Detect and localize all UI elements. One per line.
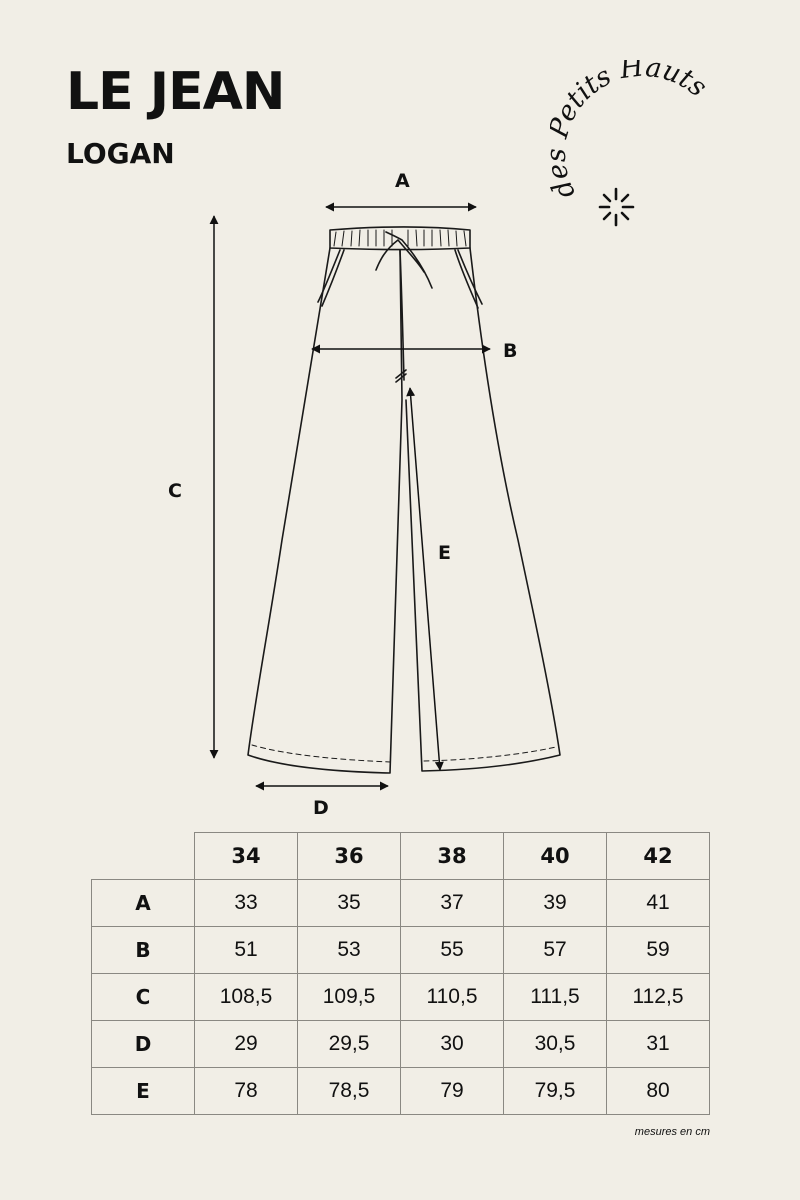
right-pocket bbox=[454, 249, 483, 309]
measurement-cell: 30,5 bbox=[503, 1020, 607, 1068]
measurement-cell: 59 bbox=[606, 926, 710, 974]
row-label: D bbox=[91, 1020, 195, 1068]
dimension-e-line bbox=[406, 387, 444, 771]
table-row: C 108,5 109,5 110,5 111,5 112,5 bbox=[91, 973, 710, 1021]
measurement-cell: 39 bbox=[503, 879, 607, 927]
measurement-cell: 33 bbox=[194, 879, 298, 927]
measurement-cell: 110,5 bbox=[400, 973, 504, 1021]
logo-word-petits: Petits bbox=[550, 61, 616, 143]
size-header-row: 34 36 38 40 42 bbox=[91, 832, 710, 880]
page-title: LE JEAN bbox=[66, 62, 285, 122]
measurement-cell: 111,5 bbox=[503, 973, 607, 1021]
size-header: 38 bbox=[400, 832, 504, 880]
dimension-b-label: B bbox=[503, 340, 518, 362]
measurement-cell: 41 bbox=[606, 879, 710, 927]
measurement-cell: 109,5 bbox=[297, 973, 401, 1021]
measurement-cell: 78,5 bbox=[297, 1067, 401, 1115]
measurement-cell: 80 bbox=[606, 1067, 710, 1115]
measurement-cell: 53 bbox=[297, 926, 401, 974]
left-leg-outline bbox=[247, 247, 403, 774]
measurement-cell: 112,5 bbox=[606, 973, 710, 1021]
left-pocket bbox=[317, 249, 345, 307]
dimension-c-label: C bbox=[168, 480, 182, 502]
dimension-a-label: A bbox=[395, 170, 410, 192]
units-note: mesures en cm bbox=[634, 1126, 710, 1138]
table-row: E 78 78,5 79 79,5 80 bbox=[91, 1067, 710, 1115]
crotch-seam bbox=[395, 249, 407, 383]
measurement-cell: 37 bbox=[400, 879, 504, 927]
size-header: 34 bbox=[194, 832, 298, 880]
left-hem-topstitch bbox=[251, 744, 391, 763]
jeans-technical-drawing bbox=[209, 202, 561, 791]
measurement-cell: 31 bbox=[606, 1020, 710, 1068]
size-header: 40 bbox=[503, 832, 607, 880]
waistband-gathers bbox=[333, 229, 467, 247]
size-header: 42 bbox=[606, 832, 710, 880]
brand-logo: des Petits Hauts bbox=[550, 60, 713, 227]
measurement-cell: 79,5 bbox=[503, 1067, 607, 1115]
measurement-cell: 51 bbox=[194, 926, 298, 974]
logo-word-hauts: Hauts bbox=[617, 60, 713, 103]
table-row: A 33 35 37 39 41 bbox=[91, 879, 710, 927]
measurement-cell: 78 bbox=[194, 1067, 298, 1115]
measurement-cell: 35 bbox=[297, 879, 401, 927]
model-name: LOGAN bbox=[66, 137, 175, 170]
measurement-cell: 108,5 bbox=[194, 973, 298, 1021]
row-label: E bbox=[91, 1067, 195, 1115]
size-table: 34 36 38 40 42 A 33 35 37 39 41 B 51 53 … bbox=[91, 832, 710, 1115]
measurement-cell: 57 bbox=[503, 926, 607, 974]
measurement-cell: 30 bbox=[400, 1020, 504, 1068]
measurement-cell: 29 bbox=[194, 1020, 298, 1068]
measurement-cell: 55 bbox=[400, 926, 504, 974]
size-header: 36 bbox=[297, 832, 401, 880]
table-row: D 29 29,5 30 30,5 31 bbox=[91, 1020, 710, 1068]
dimension-e-label: E bbox=[438, 542, 451, 564]
row-label: B bbox=[91, 926, 195, 974]
measurement-cell: 29,5 bbox=[297, 1020, 401, 1068]
asterisk-sun-icon bbox=[598, 187, 635, 227]
row-label: A bbox=[91, 879, 195, 927]
dimension-d-label: D bbox=[313, 797, 329, 819]
right-hem-topstitch bbox=[423, 746, 557, 762]
table-row: B 51 53 55 57 59 bbox=[91, 926, 710, 974]
measurement-cell: 79 bbox=[400, 1067, 504, 1115]
drawstring bbox=[375, 231, 433, 289]
row-label: C bbox=[91, 973, 195, 1021]
table-corner bbox=[91, 832, 195, 880]
right-leg-outline bbox=[405, 247, 561, 772]
